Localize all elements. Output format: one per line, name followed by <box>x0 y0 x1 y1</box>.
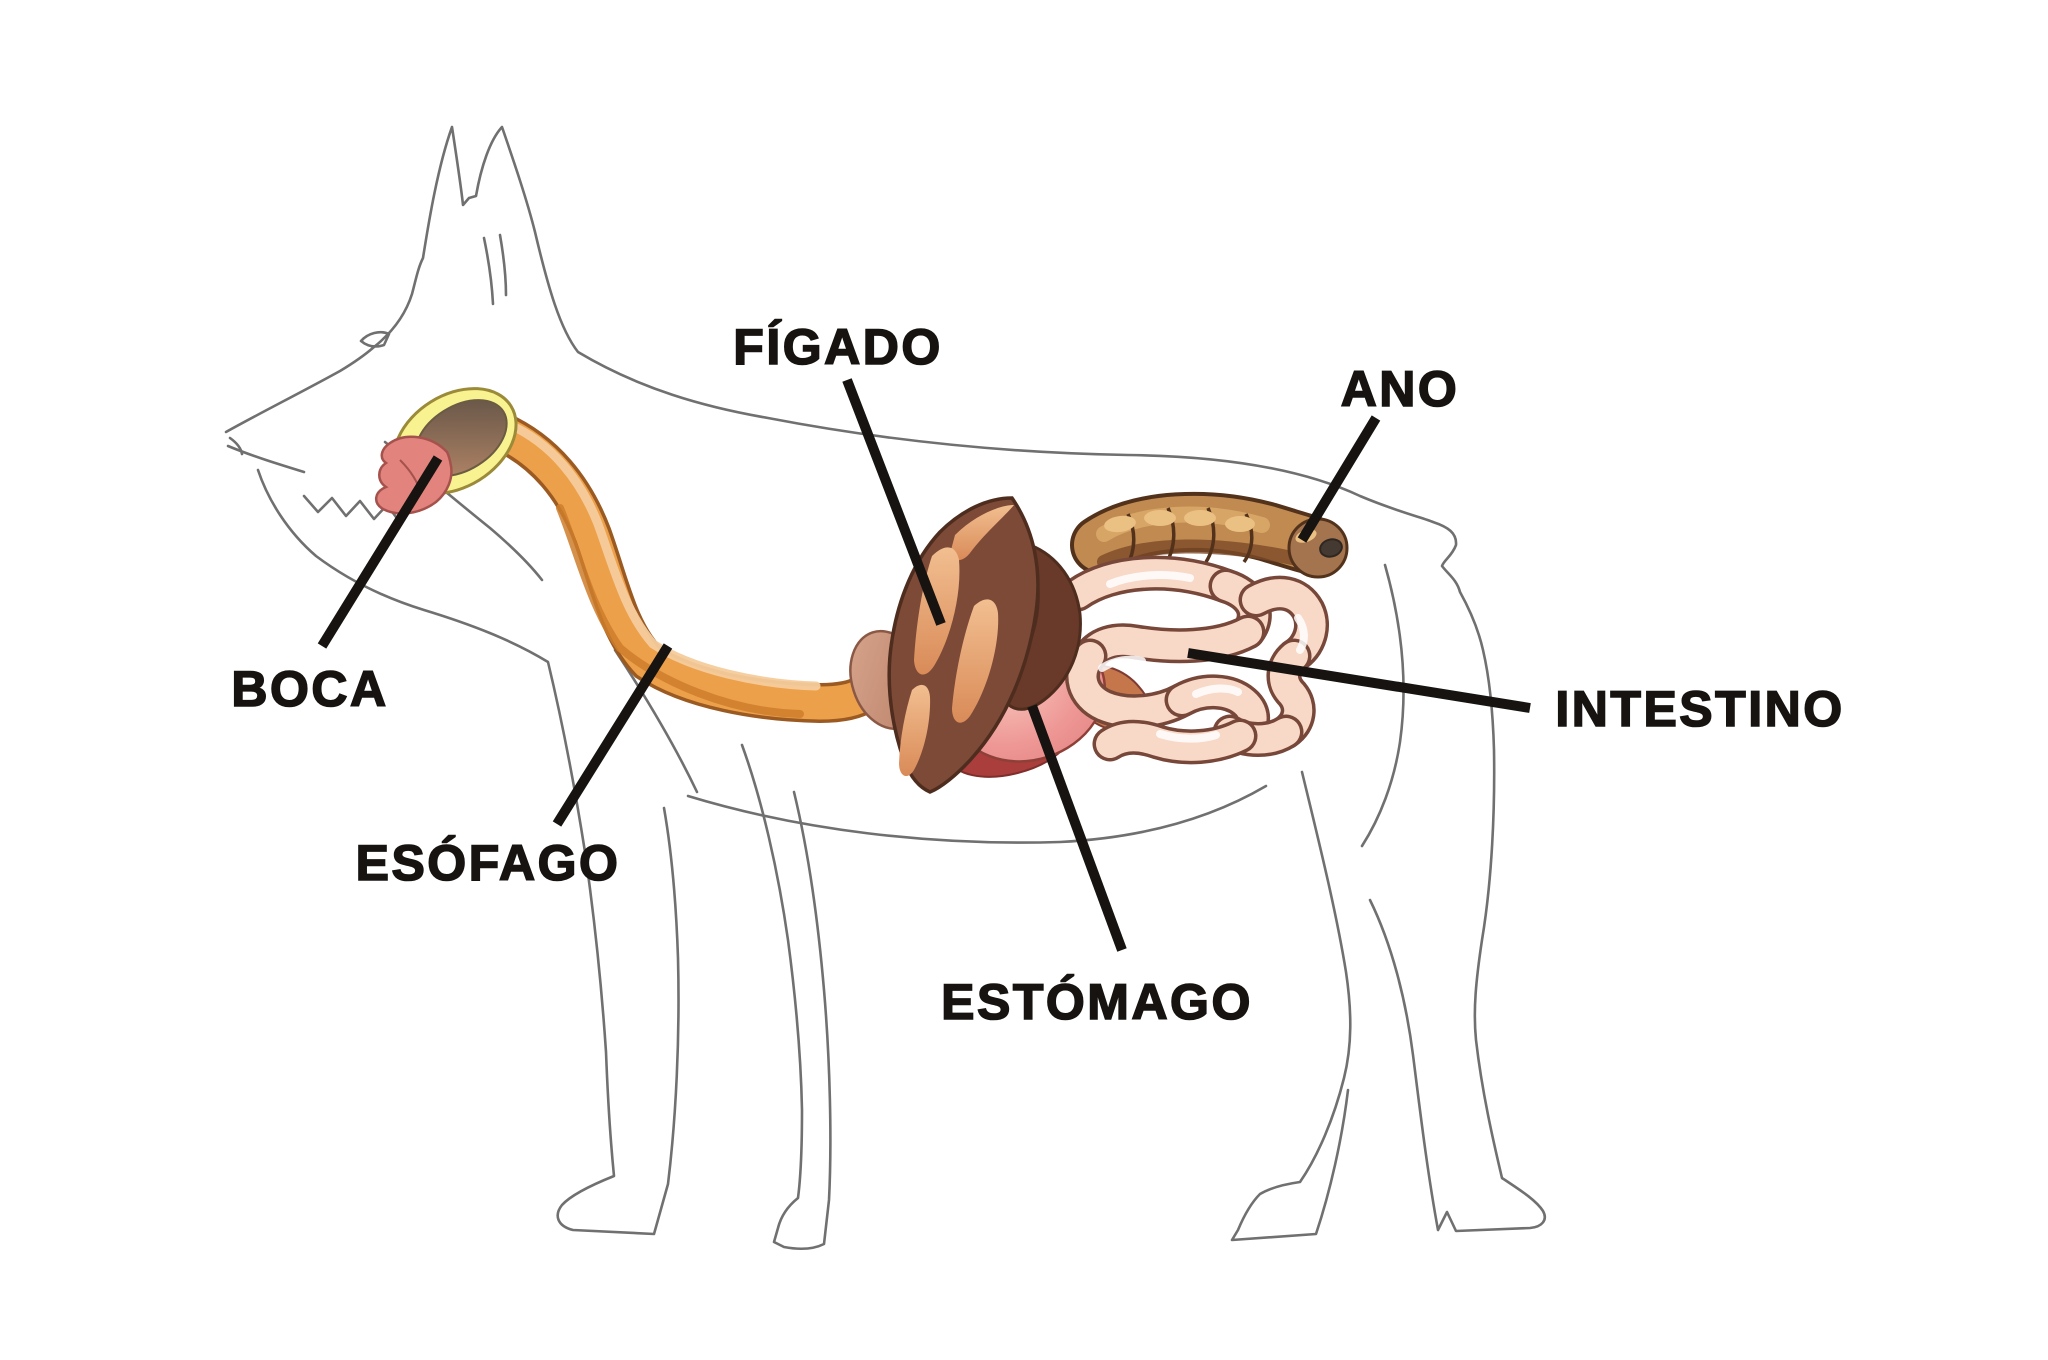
intestine-gloss <box>1192 684 1242 698</box>
dog-nostril <box>228 436 244 456</box>
liver-streak <box>951 505 1014 561</box>
dog-teeth <box>302 494 412 523</box>
liver <box>887 496 1082 794</box>
colon-shadow <box>1097 539 1299 569</box>
label-boca: BOCA <box>231 661 388 717</box>
label-ano: ANO <box>1341 361 1460 417</box>
intestine-loop <box>1076 618 1262 670</box>
dog-thigh-line <box>1360 563 1405 848</box>
leader-lines <box>317 378 1531 952</box>
colon-spot <box>1144 510 1176 526</box>
leader-line-estomago <box>1027 704 1127 952</box>
dog-eye <box>359 330 391 348</box>
intestine-gloss <box>1156 730 1220 743</box>
mouth <box>375 387 518 515</box>
intestine-loop <box>1096 722 1254 761</box>
label-estomago: ESTÓMAGO <box>941 974 1253 1030</box>
leader-line-esofago <box>552 643 673 827</box>
esophagus-tube <box>480 413 881 720</box>
small-intestine <box>1060 555 1329 765</box>
intestine-gloss <box>1294 614 1308 654</box>
leader-line-ano <box>1297 415 1381 543</box>
liver-streak <box>952 599 999 723</box>
esophagus-highlight <box>503 419 821 691</box>
leader-line-intestino <box>1187 648 1531 713</box>
dog-muzzle-underside <box>226 444 306 474</box>
dog-belly-line <box>686 784 1268 844</box>
label-esofago: ESÓFAGO <box>356 835 621 891</box>
colon-spot <box>1104 515 1136 533</box>
labels: FÍGADO ANO BOCA ESÓFAGO ESTÓMAGO INTESTI… <box>231 318 1844 1031</box>
esophagus-shadow <box>556 504 804 718</box>
dog-ear-fold <box>482 233 508 306</box>
leader-line-figado <box>842 378 946 626</box>
label-intestino: INTESTINO <box>1555 681 1844 737</box>
dog-far-hind-leg <box>1230 770 1352 1242</box>
colon-spot <box>1225 516 1255 532</box>
colon-segment-lines <box>1124 507 1254 569</box>
colon-spot <box>1184 510 1216 526</box>
esophagus <box>477 410 884 724</box>
dog-chest-front-leg <box>256 468 680 1236</box>
anus-opening <box>1319 538 1343 558</box>
label-figado: FÍGADO <box>733 319 942 375</box>
tongue <box>375 435 453 515</box>
leader-line-boca <box>317 455 443 649</box>
intestine-gloss <box>1106 571 1194 588</box>
intestine-gloss <box>1098 655 1146 672</box>
dog-far-front-leg <box>740 743 832 1250</box>
intestine-loop <box>1068 642 1196 726</box>
liver-streak <box>899 684 931 777</box>
large-intestine <box>1070 491 1349 579</box>
